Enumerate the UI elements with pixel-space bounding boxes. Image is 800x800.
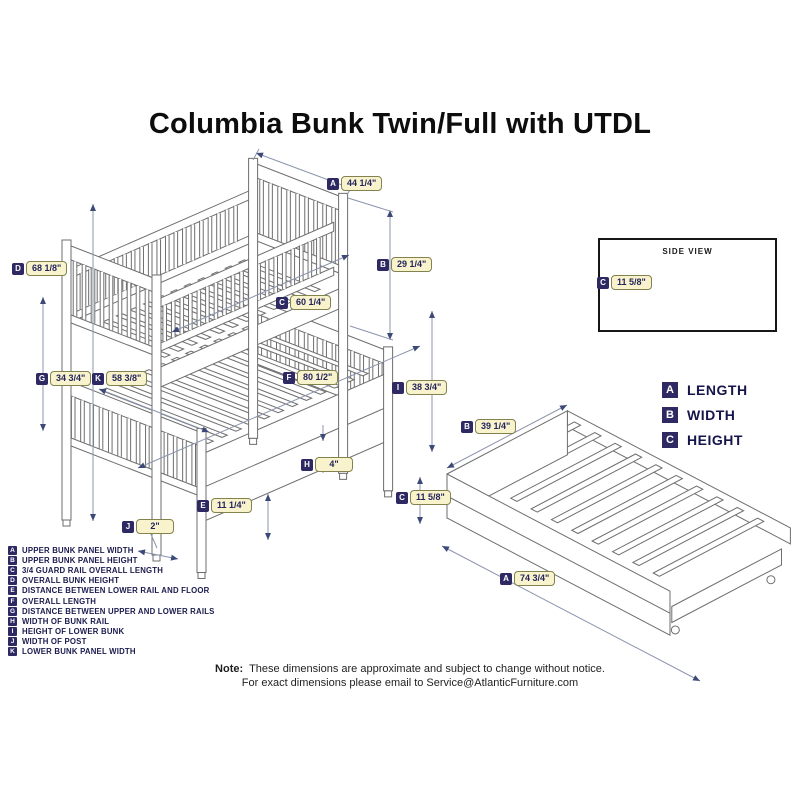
- dim-value: 60 1/4": [290, 295, 332, 310]
- key-label: DISTANCE BETWEEN UPPER AND LOWER RAILS: [22, 606, 215, 616]
- note-prefix: Note:: [215, 663, 244, 675]
- key-list-item: E DISTANCE BETWEEN LOWER RAIL AND FLOOR: [8, 586, 215, 596]
- key-letter-badge: G: [8, 606, 17, 616]
- abc-legend: A LENGTH B WIDTH C HEIGHT: [662, 382, 748, 457]
- dim-value: 68 1/8": [26, 261, 68, 276]
- dim-value: 34 3/4": [50, 371, 92, 386]
- dim-letter-badge: C: [396, 491, 408, 504]
- legend-label: WIDTH: [687, 407, 736, 423]
- key-list-item: D OVERALL BUNK HEIGHT: [8, 576, 215, 586]
- dim-value: 58 3/8": [106, 371, 148, 386]
- legend-letter-badge: B: [662, 407, 678, 423]
- key-label: OVERALL LENGTH: [22, 596, 97, 606]
- dim-value: 44 1/4": [341, 176, 383, 191]
- side-view-title: SIDE VIEW: [662, 247, 713, 256]
- key-list-item: K LOWER BUNK PANEL WIDTH: [8, 647, 215, 657]
- key-list-item: B UPPER BUNK PANEL HEIGHT: [8, 555, 215, 565]
- key-list-item: I HEIGHT OF LOWER BUNK: [8, 627, 215, 637]
- dim-value: 80 1/2": [297, 370, 339, 385]
- dim-value: 11 5/8": [410, 490, 451, 505]
- dim-letter-badge: C: [276, 296, 288, 309]
- key-label: WIDTH OF POST: [22, 637, 87, 647]
- dim-letter-badge: C: [597, 276, 609, 289]
- dim-value: 39 1/4": [475, 419, 517, 434]
- key-letter-badge: B: [8, 555, 17, 565]
- dim-letter-badge: K: [92, 372, 104, 385]
- dim-value: 2": [136, 519, 174, 534]
- key-list-item: G DISTANCE BETWEEN UPPER AND LOWER RAILS: [8, 606, 215, 616]
- key-letter-badge: F: [8, 596, 17, 606]
- dim-letter-badge: I: [392, 381, 404, 394]
- key-letter-badge: J: [8, 637, 17, 647]
- key-list-item: F OVERALL LENGTH: [8, 596, 215, 606]
- key-letter-badge: D: [8, 576, 17, 586]
- dim-value: 38 3/4": [406, 380, 448, 395]
- note-line-1: Note: These dimensions are approximate a…: [215, 663, 605, 675]
- page-title: Columbia Bunk Twin/Full with UTDL: [148, 108, 652, 140]
- key-label: LOWER BUNK PANEL WIDTH: [22, 647, 136, 657]
- key-label: WIDTH OF BUNK RAIL: [22, 616, 110, 626]
- key-letter-badge: A: [8, 545, 17, 555]
- dim-letter-badge: J: [122, 520, 134, 533]
- dim-value: 4": [315, 457, 353, 472]
- dim-letter-badge: G: [36, 372, 48, 385]
- key-label: OVERALL BUNK HEIGHT: [22, 576, 120, 586]
- key-letter-badge: H: [8, 616, 17, 626]
- note-text: Note: These dimensions are approximate a…: [200, 663, 620, 690]
- key-letter-badge: C: [8, 565, 17, 575]
- note-line-2: For exact dimensions please email to Ser…: [241, 676, 579, 689]
- key-list-item: A UPPER BUNK PANEL WIDTH: [8, 545, 215, 555]
- legend-label: LENGTH: [687, 382, 748, 398]
- dim-letter-badge: A: [500, 572, 512, 585]
- key-label: DISTANCE BETWEEN LOWER RAIL AND FLOOR: [22, 586, 210, 596]
- abc-legend-item: C HEIGHT: [662, 432, 748, 448]
- key-list-item: C 3/4 GUARD RAIL OVERALL LENGTH: [8, 565, 215, 575]
- legend-letter-badge: A: [662, 382, 678, 398]
- dim-value: 11 1/4": [211, 498, 252, 513]
- key-label: HEIGHT OF LOWER BUNK: [22, 627, 125, 637]
- dim-letter-badge: A: [327, 177, 339, 190]
- dim-value: 29 1/4": [391, 257, 433, 272]
- dim-value: 74 3/4": [514, 571, 556, 586]
- dim-value: 11 5/8": [611, 275, 652, 290]
- dim-letter-badge: H: [301, 458, 313, 471]
- legend-letter-badge: C: [662, 432, 678, 448]
- key-label: 3/4 GUARD RAIL OVERALL LENGTH: [22, 565, 164, 575]
- dim-letter-badge: E: [197, 499, 209, 512]
- legend-label: HEIGHT: [687, 432, 743, 448]
- key-letter-badge: K: [8, 647, 17, 657]
- dim-letter-badge: F: [283, 371, 295, 384]
- abc-legend-item: A LENGTH: [662, 382, 748, 398]
- dimension-key-list: A UPPER BUNK PANEL WIDTH B UPPER BUNK PANEL…: [8, 545, 215, 657]
- key-list-item: H WIDTH OF BUNK RAIL: [8, 616, 215, 626]
- key-list-item: J WIDTH OF POST: [8, 637, 215, 647]
- key-letter-badge: E: [8, 586, 17, 596]
- dim-letter-badge: D: [12, 262, 24, 275]
- key-label: UPPER BUNK PANEL HEIGHT: [22, 555, 138, 565]
- abc-legend-item: B WIDTH: [662, 407, 748, 423]
- dim-letter-badge: B: [461, 420, 473, 433]
- dim-letter-badge: B: [377, 258, 389, 271]
- key-label: UPPER BUNK PANEL WIDTH: [22, 545, 134, 555]
- key-letter-badge: I: [8, 627, 17, 637]
